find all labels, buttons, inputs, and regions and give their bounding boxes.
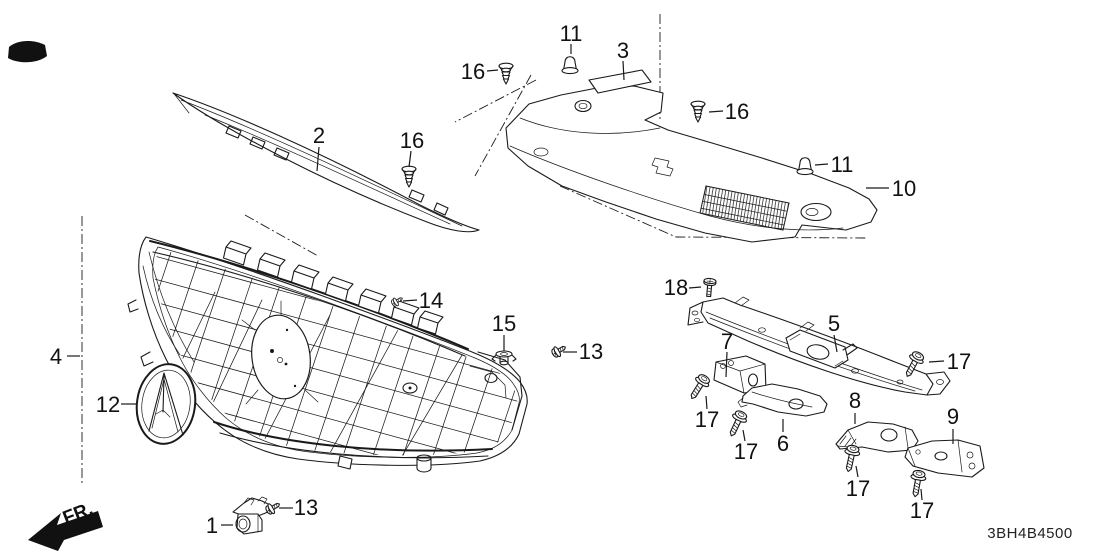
callout-16-a[interactable]: 16 — [400, 128, 424, 153]
grille-cover-label-drawing — [588, 69, 652, 94]
callout-6[interactable]: 6 — [777, 431, 789, 456]
sensor-assembly-drawing — [232, 496, 271, 535]
bracket-6-drawing — [737, 383, 828, 417]
callout-17-b[interactable]: 17 — [695, 407, 719, 432]
callout-17-c[interactable]: 17 — [734, 439, 758, 464]
bracket-9-drawing — [904, 439, 985, 478]
callout-12[interactable]: 12 — [96, 392, 120, 417]
callout-15[interactable]: 15 — [492, 311, 516, 336]
callout-5[interactable]: 5 — [828, 311, 840, 336]
acura-emblem-drawing — [135, 363, 197, 445]
callout-9[interactable]: 9 — [947, 404, 959, 429]
clip-16-c — [401, 165, 417, 188]
callout-17-a[interactable]: 17 — [947, 349, 971, 374]
clip-16-b — [690, 100, 706, 123]
callout-7[interactable]: 7 — [721, 329, 733, 354]
callouts: 2 16 16 11 3 16 11 10 4 12 14 15 13 18 5… — [50, 21, 971, 538]
cushion-11-b — [796, 157, 814, 176]
screw-18 — [702, 277, 717, 298]
front-direction-indicator: FR. — [28, 499, 103, 551]
callout-1[interactable]: 1 — [206, 513, 218, 538]
callout-11-b[interactable]: 11 — [831, 152, 854, 177]
reference-lines — [81, 14, 868, 483]
callout-18[interactable]: 18 — [664, 275, 688, 300]
bolt-17-c — [723, 408, 750, 440]
bolt-17-e — [907, 468, 928, 499]
callout-8[interactable]: 8 — [849, 388, 861, 413]
callout-17-e[interactable]: 17 — [910, 498, 934, 523]
corner-mark — [8, 41, 47, 63]
radar-cover-plate-drawing — [251, 314, 311, 400]
front-arrow-icon — [28, 511, 103, 551]
cushion-11-a — [561, 56, 579, 75]
callout-16-b[interactable]: 16 — [461, 59, 485, 84]
clip-16-a — [498, 62, 514, 85]
callout-17-d[interactable]: 17 — [846, 476, 870, 501]
callout-11-a[interactable]: 11 — [560, 21, 583, 46]
grille-molding-drawing — [172, 92, 480, 233]
leader-lines — [67, 44, 954, 526]
front-grille-cover-drawing — [505, 69, 878, 243]
callout-4[interactable]: 4 — [50, 344, 62, 369]
front-grille-drawing — [127, 236, 528, 473]
bolt-17-b — [684, 371, 713, 404]
figure-code: 3BH4B4500 — [987, 525, 1072, 542]
callout-10[interactable]: 10 — [892, 176, 916, 201]
callout-3[interactable]: 3 — [617, 38, 629, 63]
callout-16-c[interactable]: 16 — [725, 99, 749, 124]
callout-13-a[interactable]: 13 — [579, 339, 603, 364]
callout-14[interactable]: 14 — [419, 288, 443, 313]
callout-2[interactable]: 2 — [313, 123, 325, 148]
screw-13-a — [549, 341, 569, 360]
callout-13-b[interactable]: 13 — [294, 495, 318, 520]
upper-beam-drawing — [687, 296, 951, 396]
